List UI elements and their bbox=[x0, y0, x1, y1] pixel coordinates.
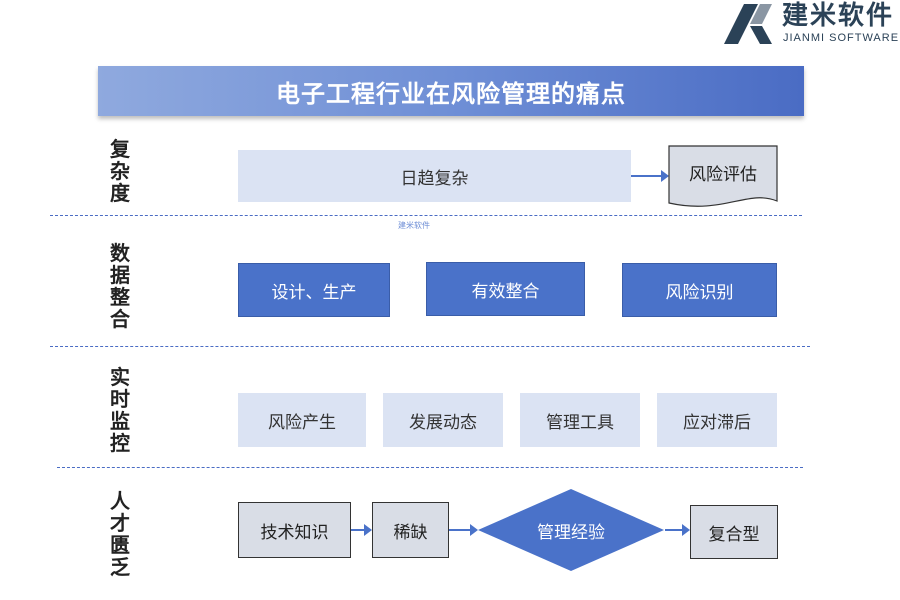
row-label-talent-shortage: 人才匮乏 bbox=[108, 490, 132, 578]
node-scarce: 稀缺 bbox=[372, 502, 449, 558]
node-risk-identification: 风险识别 bbox=[622, 263, 777, 317]
jianmi-logo-icon bbox=[724, 4, 772, 44]
arrow-right-icon bbox=[351, 524, 372, 536]
node-risk-emergence: 风险产生 bbox=[238, 393, 366, 447]
node-technical-knowledge: 技术知识 bbox=[238, 502, 351, 558]
section-divider bbox=[50, 346, 810, 347]
arrow-right-icon bbox=[665, 524, 690, 536]
logo-name-en: JIANMI SOFTWARE bbox=[783, 32, 900, 44]
node-delayed-response: 应对滞后 bbox=[657, 393, 777, 447]
node-effective-integration: 有效整合 bbox=[426, 262, 585, 316]
diamond-shape bbox=[478, 489, 664, 571]
arrow-right-icon bbox=[449, 524, 478, 536]
document-shape bbox=[668, 145, 778, 207]
row-label-text: 实时监控 bbox=[110, 365, 130, 455]
section-divider bbox=[57, 467, 803, 468]
row-label-complexity: 复杂度 bbox=[108, 138, 132, 204]
section-divider bbox=[50, 215, 802, 216]
row-label-data-integration: 数据整合 bbox=[108, 242, 132, 330]
node-design-production: 设计、生产 bbox=[238, 263, 390, 317]
row-label-text: 数据整合 bbox=[110, 241, 130, 331]
row-label-text: 复杂度 bbox=[110, 137, 130, 205]
row-label-realtime-monitoring: 实时监控 bbox=[108, 366, 132, 454]
node-development-dynamics: 发展动态 bbox=[383, 393, 503, 447]
row-label-text: 人才匮乏 bbox=[110, 489, 130, 579]
node-management-experience: 管理经验 bbox=[537, 522, 605, 543]
node-interdisciplinary: 复合型 bbox=[690, 505, 778, 559]
logo-name-cn: 建米软件 bbox=[782, 1, 895, 31]
node-risk-assessment: 风险评估 bbox=[689, 164, 757, 185]
watermark-logo: 建米软件 bbox=[398, 221, 430, 230]
node-increasingly-complex: 日趋复杂 bbox=[238, 150, 631, 202]
arrow-right-icon bbox=[631, 170, 669, 182]
page-title: 电子工程行业在风险管理的痛点 bbox=[98, 66, 804, 116]
node-management-tools: 管理工具 bbox=[520, 393, 640, 447]
